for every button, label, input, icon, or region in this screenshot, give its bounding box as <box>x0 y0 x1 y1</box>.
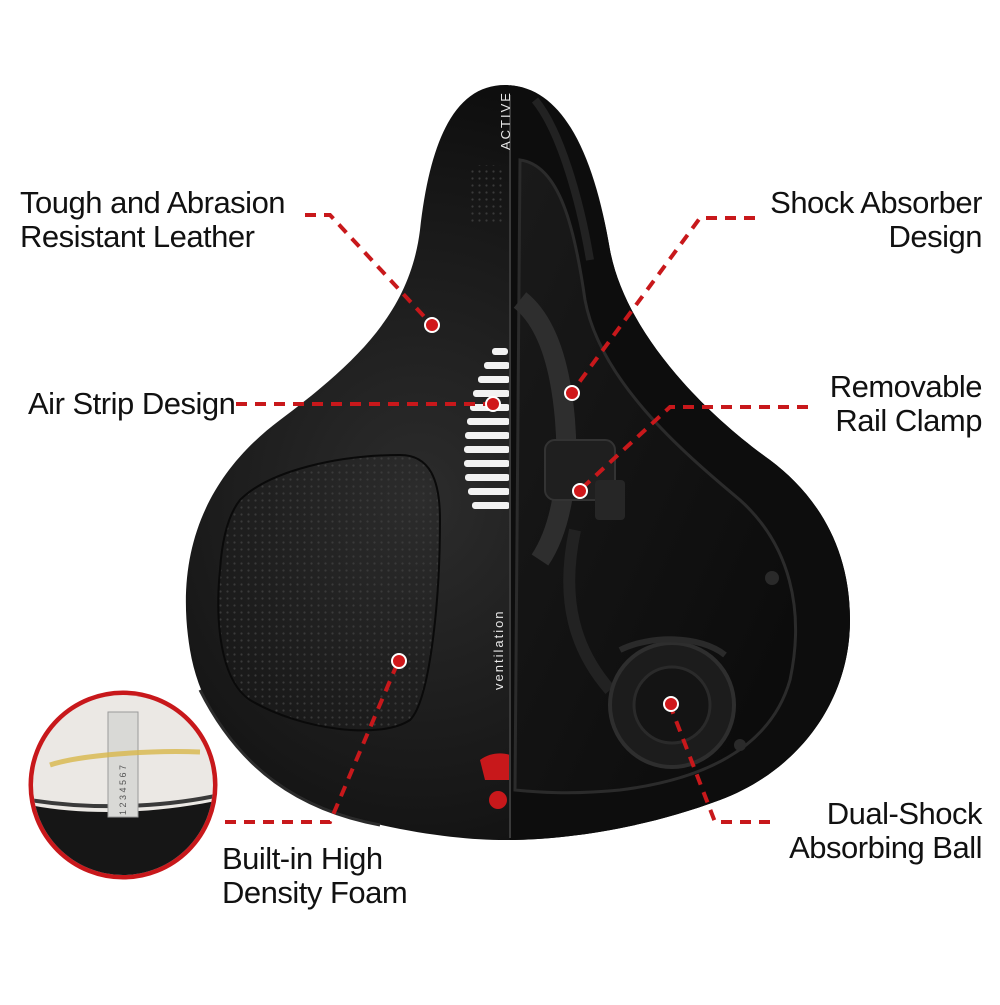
leader-foam <box>225 661 400 824</box>
callout-leather: Tough and Abrasion Resistant Leather <box>20 185 286 254</box>
callout-ball-line2: Absorbing Ball <box>789 830 982 865</box>
callout-ball: Dual-Shock Absorbing Ball <box>789 797 982 865</box>
callout-air: Air Strip Design <box>28 386 236 421</box>
ruler-digits: 1 2 3 4 5 6 7 <box>118 765 128 815</box>
air-strip-slots <box>464 348 510 509</box>
leader-rail <box>578 405 808 492</box>
callout-leather-line1: Tough and Abrasion <box>20 185 286 220</box>
brand-side-text: ventilation <box>491 609 506 690</box>
leader-lines <box>225 213 808 824</box>
leather-top <box>198 165 510 827</box>
dot-leather <box>424 317 440 333</box>
leader-ball <box>668 704 770 824</box>
brand-top-text: ACTIVE <box>498 91 513 150</box>
callout-shock-line1: Shock Absorber <box>770 185 982 220</box>
cutaway-interior <box>510 85 850 840</box>
leader-shock <box>570 216 755 394</box>
leader-leather <box>305 213 434 327</box>
callout-ball-line1: Dual-Shock <box>826 796 983 831</box>
callout-leather-line2: Resistant Leather <box>20 219 255 254</box>
callout-dots <box>391 317 679 712</box>
callout-rail-line1: Removable <box>829 369 983 404</box>
callout-rail: Removable Rail Clamp <box>829 369 983 438</box>
callout-rail-line2: Rail Clamp <box>835 403 982 438</box>
dot-foam <box>391 653 407 669</box>
dot-ball <box>663 696 679 712</box>
foam-inset: 1 2 3 4 5 6 7 <box>28 690 218 880</box>
dot-air <box>485 396 501 412</box>
dot-shock <box>564 385 580 401</box>
callout-foam-line2: Density Foam <box>222 875 408 910</box>
callout-foam-line1: Built-in High <box>222 841 383 876</box>
textured-pad <box>217 453 442 732</box>
ruler <box>107 711 139 818</box>
callout-shock: Shock Absorber Design <box>770 186 982 254</box>
callout-shock-line2: Design <box>888 219 983 254</box>
callout-foam: Built-in High Density Foam <box>222 841 408 910</box>
dot-rail <box>572 483 588 499</box>
callout-air-line1: Air Strip Design <box>28 386 236 421</box>
